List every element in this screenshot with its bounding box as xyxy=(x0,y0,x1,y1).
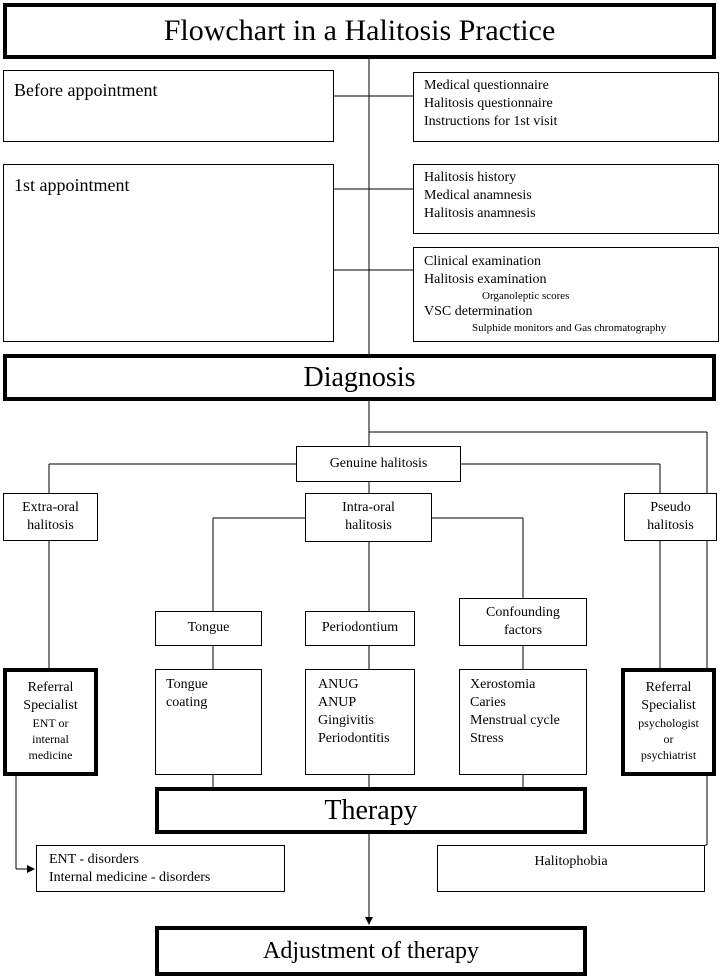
organoleptic-scores: Organoleptic scores xyxy=(482,290,570,302)
referral-left-detail-1: ENT or xyxy=(32,716,69,730)
intra-oral-box: Intra-oral halitosis xyxy=(305,493,432,542)
caries: Caries xyxy=(470,695,506,710)
medical-anamnesis: Medical anamnesis xyxy=(424,188,532,203)
extra-oral-line-1: Extra-oral xyxy=(22,500,79,515)
history-box: Halitosis history Medical anamnesis Hali… xyxy=(413,164,719,234)
intra-oral-line-1: Intra-oral xyxy=(342,500,395,515)
referral-left-detail-2: internal xyxy=(32,732,69,746)
referral-right-box: Referral Specialist psychologist or psyc… xyxy=(621,668,716,776)
genuine-halitosis-label: Genuine halitosis xyxy=(329,456,428,471)
tongue-coating-box: Tongue coating xyxy=(155,669,262,775)
first-appointment-box: 1st appointment xyxy=(3,164,334,342)
pseudo-line-1: Pseudo xyxy=(650,500,691,515)
before-appointment-label: Before appointment xyxy=(14,80,158,100)
referral-left-head-2: Specialist xyxy=(23,698,78,713)
referral-right-detail-2: or xyxy=(663,732,674,746)
clinical-examination: Clinical examination xyxy=(424,254,542,269)
genuine-halitosis-box: Genuine halitosis xyxy=(296,446,461,482)
medical-questionnaire: Medical questionnaire xyxy=(424,78,549,93)
tongue-coating-line-1: Tongue xyxy=(166,677,208,692)
halitosis-history: Halitosis history xyxy=(424,170,517,185)
instructions-first-visit: Instructions for 1st visit xyxy=(424,114,558,129)
adjustment-label: Adjustment of therapy xyxy=(263,938,479,964)
flowchart-title-box: Flowchart in a Halitosis Practice xyxy=(3,3,716,59)
referral-left-box: Referral Specialist ENT or internal medi… xyxy=(3,668,98,776)
referral-right-head-2: Specialist xyxy=(641,698,696,713)
diagnosis-label: Diagnosis xyxy=(303,361,416,393)
before-appointment-box: Before appointment xyxy=(3,70,334,142)
halitosis-questionnaire: Halitosis questionnaire xyxy=(424,96,553,111)
referral-right-detail-1: psychologist xyxy=(638,716,699,730)
referral-left-head-1: Referral xyxy=(27,680,74,695)
tongue-box: Tongue xyxy=(155,611,262,646)
periodontium-items-box: ANUG ANUP Gingivitis Periodontitis xyxy=(305,669,415,775)
extra-oral-box: Extra-oral halitosis xyxy=(3,493,98,541)
confounding-line-2: factors xyxy=(503,623,543,638)
periodontium-label: Periodontium xyxy=(321,620,399,635)
confounding-items-box: Xerostomia Caries Menstrual cycle Stress xyxy=(459,669,587,775)
intra-oral-line-2: halitosis xyxy=(345,518,392,533)
anup: ANUP xyxy=(318,695,357,710)
confounding-line-1: Confounding xyxy=(486,605,560,620)
tongue-coating-line-2: coating xyxy=(166,695,208,710)
halitophobia-box: Halitophobia xyxy=(437,845,705,892)
menstrual-cycle: Menstrual cycle xyxy=(470,713,560,728)
ent-disorders: ENT - disorders xyxy=(49,852,139,867)
periodontium-box: Periodontium xyxy=(305,611,415,646)
referral-right-detail-3: psychiatrist xyxy=(640,748,697,762)
before-appointment-items-box: Medical questionnaire Halitosis question… xyxy=(413,72,719,142)
ent-disorders-box: ENT - disorders Internal medicine - diso… xyxy=(36,845,285,892)
periodontitis: Periodontitis xyxy=(318,731,390,746)
halitosis-anamnesis: Halitosis anamnesis xyxy=(424,206,536,221)
flowchart-title: Flowchart in a Halitosis Practice xyxy=(163,14,556,47)
gingivitis: Gingivitis xyxy=(318,713,375,728)
adjustment-box: Adjustment of therapy xyxy=(155,926,587,976)
pseudo-halitosis-box: Pseudo halitosis xyxy=(624,493,717,541)
sulphide-monitors: Sulphide monitors and Gas chromatography xyxy=(472,322,667,334)
pseudo-line-2: halitosis xyxy=(647,518,694,533)
referral-right-head-1: Referral xyxy=(645,680,692,695)
xerostomia: Xerostomia xyxy=(470,677,536,692)
tongue-label: Tongue xyxy=(187,620,230,635)
halitosis-examination: Halitosis examination xyxy=(424,272,547,287)
referral-left-detail-3: medicine xyxy=(28,748,73,762)
examination-box: Clinical examination Halitosis examinati… xyxy=(413,247,719,342)
therapy-label: Therapy xyxy=(324,794,418,826)
stress: Stress xyxy=(470,731,504,746)
therapy-box: Therapy xyxy=(155,787,587,834)
internal-medicine-disorders: Internal medicine - disorders xyxy=(49,870,211,885)
first-appointment-label: 1st appointment xyxy=(14,175,130,195)
vsc-determination: VSC determination xyxy=(424,304,533,319)
anug: ANUG xyxy=(318,677,359,692)
halitophobia-label: Halitophobia xyxy=(534,854,608,869)
confounding-factors-box: Confounding factors xyxy=(459,598,587,646)
extra-oral-line-2: halitosis xyxy=(27,518,74,533)
diagnosis-box: Diagnosis xyxy=(3,354,716,401)
